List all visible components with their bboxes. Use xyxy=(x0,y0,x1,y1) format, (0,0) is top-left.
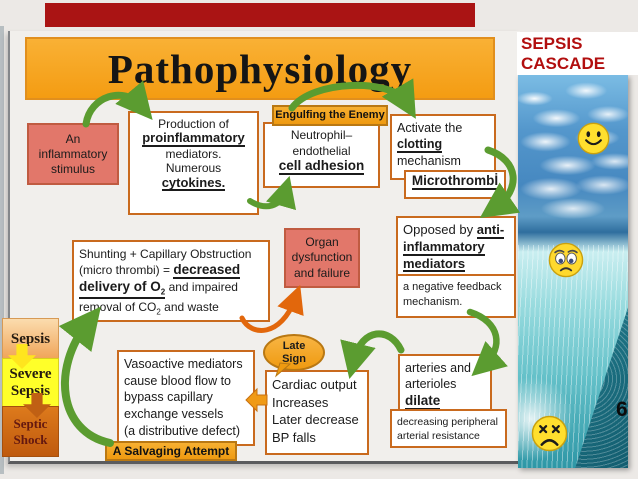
text-line: cytokines. xyxy=(161,174,226,192)
slide-title-box: Pathophysiology xyxy=(25,37,495,100)
text-line: Increases xyxy=(272,394,329,410)
label-text: Late xyxy=(282,340,306,353)
subscript: 2 xyxy=(156,307,161,317)
text-line: Cardiac output xyxy=(272,377,357,392)
page-number-text: 6 xyxy=(616,398,628,421)
text-line: Opposed by xyxy=(403,222,477,237)
dead-face-icon xyxy=(531,415,568,452)
page-number: 6 xyxy=(616,398,628,422)
text-line: Later decrease xyxy=(272,412,359,428)
box-inflammatory-stimulus: An inflammatory stimulus xyxy=(27,123,119,185)
text-line: (micro thrombi) = xyxy=(79,263,174,278)
text-line: proinflammatory xyxy=(142,130,245,148)
text-line: Shunting + Capillary Obstruction xyxy=(79,247,252,261)
box-organ-dysfunction: Organ dysfunction and failure xyxy=(284,228,360,288)
text-line: Activate the xyxy=(397,121,463,135)
subscript: 2 xyxy=(160,288,166,298)
text-line: (a distributive defect) xyxy=(124,423,241,438)
text-line: and failure xyxy=(293,265,351,280)
text-line: mediators xyxy=(403,255,466,273)
text-line: anti- xyxy=(476,222,505,239)
text-line: Neutrophil– xyxy=(290,128,353,142)
label-text: Sign xyxy=(282,352,306,365)
text-line: mechanism. xyxy=(403,295,463,308)
text-line: mechanism xyxy=(397,154,461,169)
text-line: and waste xyxy=(160,300,219,315)
text-line: exchange vessels xyxy=(124,406,224,421)
heading-line: SEPSIS xyxy=(521,34,583,53)
text-line: decreased xyxy=(173,263,241,280)
sad-face-icon xyxy=(548,242,584,278)
box-peripheral-resistance: decreasing peripheral arterial resistanc… xyxy=(390,409,507,448)
top-red-banner xyxy=(45,3,475,27)
label-text: Engulfing the Enemy xyxy=(275,109,385,121)
side-panel-heading: SEPSIS CASCADE xyxy=(517,32,638,75)
text-line: Numerous xyxy=(165,161,222,176)
label-salvaging-attempt: A Salvaging Attempt xyxy=(105,441,237,461)
box-microthrombi: Microthrombİ xyxy=(404,170,506,199)
text-line: removal of CO xyxy=(79,300,157,315)
label-engulfing-the-enemy: Engulfing the Enemy xyxy=(272,105,388,126)
label-late-sign: Late Sign xyxy=(263,334,325,371)
page-title: Pathophysiology xyxy=(107,45,413,92)
text-line: decreasing peripheral xyxy=(397,416,498,428)
text-line: endothelial xyxy=(292,143,351,158)
text-line: stimulus xyxy=(50,161,95,176)
text-line: Organ xyxy=(305,234,339,249)
text-line: An xyxy=(65,131,81,146)
box-activate-clotting: Activate the clotting mechanism xyxy=(390,114,496,180)
text-line: and impaired xyxy=(165,280,238,295)
box-shunting-obstruction: Shunting + Capillary Obstruction (micro … xyxy=(72,240,270,322)
box-arterioles-dilate: arteries and arterioles dilate xyxy=(398,354,492,418)
stage-septic-shock: Septic Shock xyxy=(2,406,59,457)
text-line: cause blood flow to xyxy=(124,373,232,388)
stage-label: Severe Sepsis xyxy=(9,365,52,399)
stage-severe-sepsis: Severe Sepsis xyxy=(2,358,59,408)
stage-label: Septic Shock xyxy=(13,415,48,447)
box-negative-feedback: a negative feedback mechanism. xyxy=(396,274,516,318)
text-line: cell adhesion xyxy=(278,159,365,176)
text-line: inflammatory xyxy=(403,238,485,256)
text-line: BP falls xyxy=(272,429,316,445)
stage-sepsis: Sepsis xyxy=(2,318,59,360)
box-vasoactive-mediators: Vasoactive mediators cause blood flow to… xyxy=(117,350,255,446)
text-line: inflammatory xyxy=(38,146,108,161)
box-anti-inflammatory: Opposed by anti- inflammatory mediators xyxy=(396,216,516,282)
text-line: mediators. xyxy=(165,147,222,162)
text-line: Microthrombİ xyxy=(411,173,499,191)
text-line: delivery of O xyxy=(79,279,161,295)
text-line: arterial resistance xyxy=(397,430,480,443)
text-line: arteries and xyxy=(405,361,472,375)
photo-left-edge xyxy=(0,26,4,474)
text-line: dilate xyxy=(405,393,441,410)
box-neutrophil-cell-adhesion: Neutrophil– endothelial cell adhesion xyxy=(263,122,380,188)
text-line: Production of xyxy=(158,117,229,131)
happy-face-icon xyxy=(577,122,610,155)
heading-line: CASCADE xyxy=(521,53,606,73)
box-proinflammatory-mediators: Production of proinflammatory mediators.… xyxy=(128,111,259,215)
stage-label: Sepsis xyxy=(10,330,51,347)
text-line: bypass capillary xyxy=(124,390,213,405)
text-line: arterioles xyxy=(405,377,457,392)
text-line: Vasoactive mediators xyxy=(124,357,243,371)
label-text: A Salvaging Attempt xyxy=(112,444,230,458)
box-cardiac-output: Cardiac output Increases Later decrease … xyxy=(265,370,369,455)
text-line: dysfunction xyxy=(291,250,353,265)
text-line: clotting xyxy=(397,138,443,154)
text-line: a negative feedback xyxy=(403,281,502,293)
